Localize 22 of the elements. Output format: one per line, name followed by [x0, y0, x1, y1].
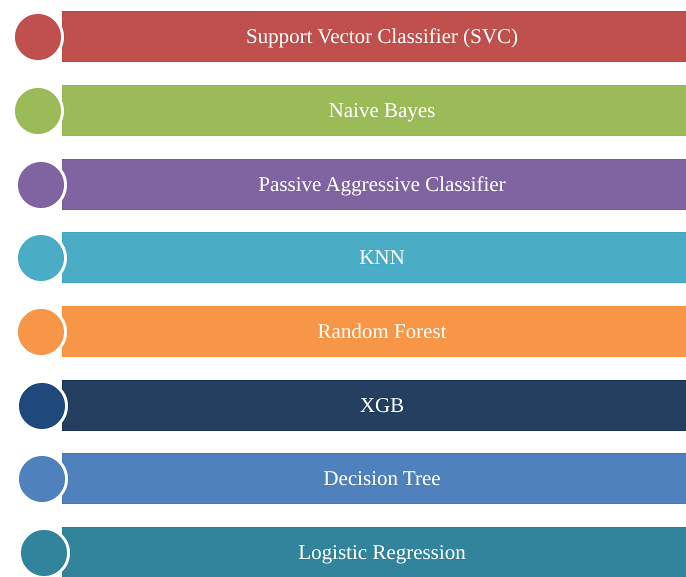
bar-label: Random Forest: [316, 319, 446, 344]
bar-label: Support Vector Classifier (SVC): [244, 24, 518, 49]
circle-marker: [15, 306, 67, 358]
label-bar: [62, 380, 686, 431]
bar-label: XGB: [358, 393, 404, 418]
label-bar: [62, 306, 686, 357]
bar-label: Decision Tree: [322, 466, 441, 491]
bar-label: Passive Aggressive Classifier: [257, 172, 506, 197]
circle-marker: [15, 232, 67, 284]
label-bar: [62, 85, 686, 136]
bar-label: KNN: [358, 245, 405, 270]
label-bar: [62, 159, 686, 210]
label-bar: [62, 453, 686, 504]
label-bar: [62, 232, 686, 283]
circle-marker: [16, 380, 68, 432]
bar-label: Logistic Regression: [297, 540, 466, 565]
circle-marker: [15, 159, 67, 211]
circle-marker: [12, 85, 64, 137]
bar-label: Naive Bayes: [328, 98, 436, 123]
circle-marker: [12, 11, 64, 63]
label-bar: [62, 11, 686, 62]
circle-marker: [16, 453, 68, 505]
